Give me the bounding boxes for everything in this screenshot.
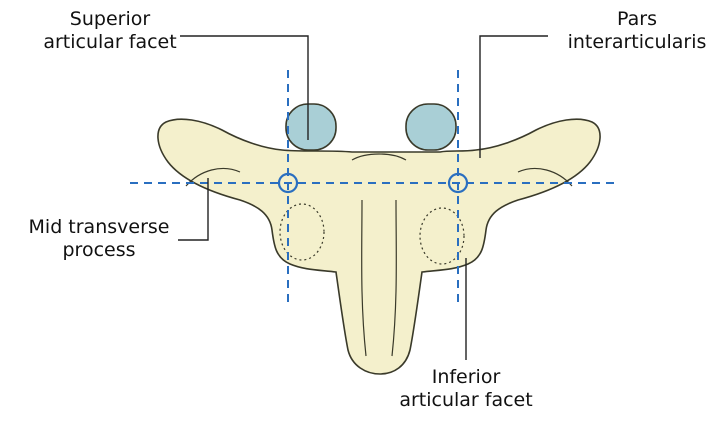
- superior-facet-left: [286, 104, 336, 150]
- label-superior-line2: articular facet: [22, 31, 198, 54]
- label-superior-line1: Superior: [22, 8, 198, 31]
- label-mid-transverse-process: Mid transverse process: [10, 216, 188, 262]
- label-superior-articular-facet: Superior articular facet: [22, 8, 198, 54]
- label-mid-line2: process: [10, 239, 188, 262]
- label-inferior-line2: articular facet: [382, 389, 550, 412]
- superior-facet-right: [406, 104, 456, 150]
- label-pars-line2: interarticularis: [556, 31, 718, 54]
- label-pars-interarticularis: Pars interarticularis: [556, 8, 718, 54]
- vertebra-bone: [158, 119, 600, 374]
- label-pars-line1: Pars: [556, 8, 718, 31]
- label-mid-line1: Mid transverse: [10, 216, 188, 239]
- label-inferior-line1: Inferior: [382, 366, 550, 389]
- label-inferior-articular-facet: Inferior articular facet: [382, 366, 550, 412]
